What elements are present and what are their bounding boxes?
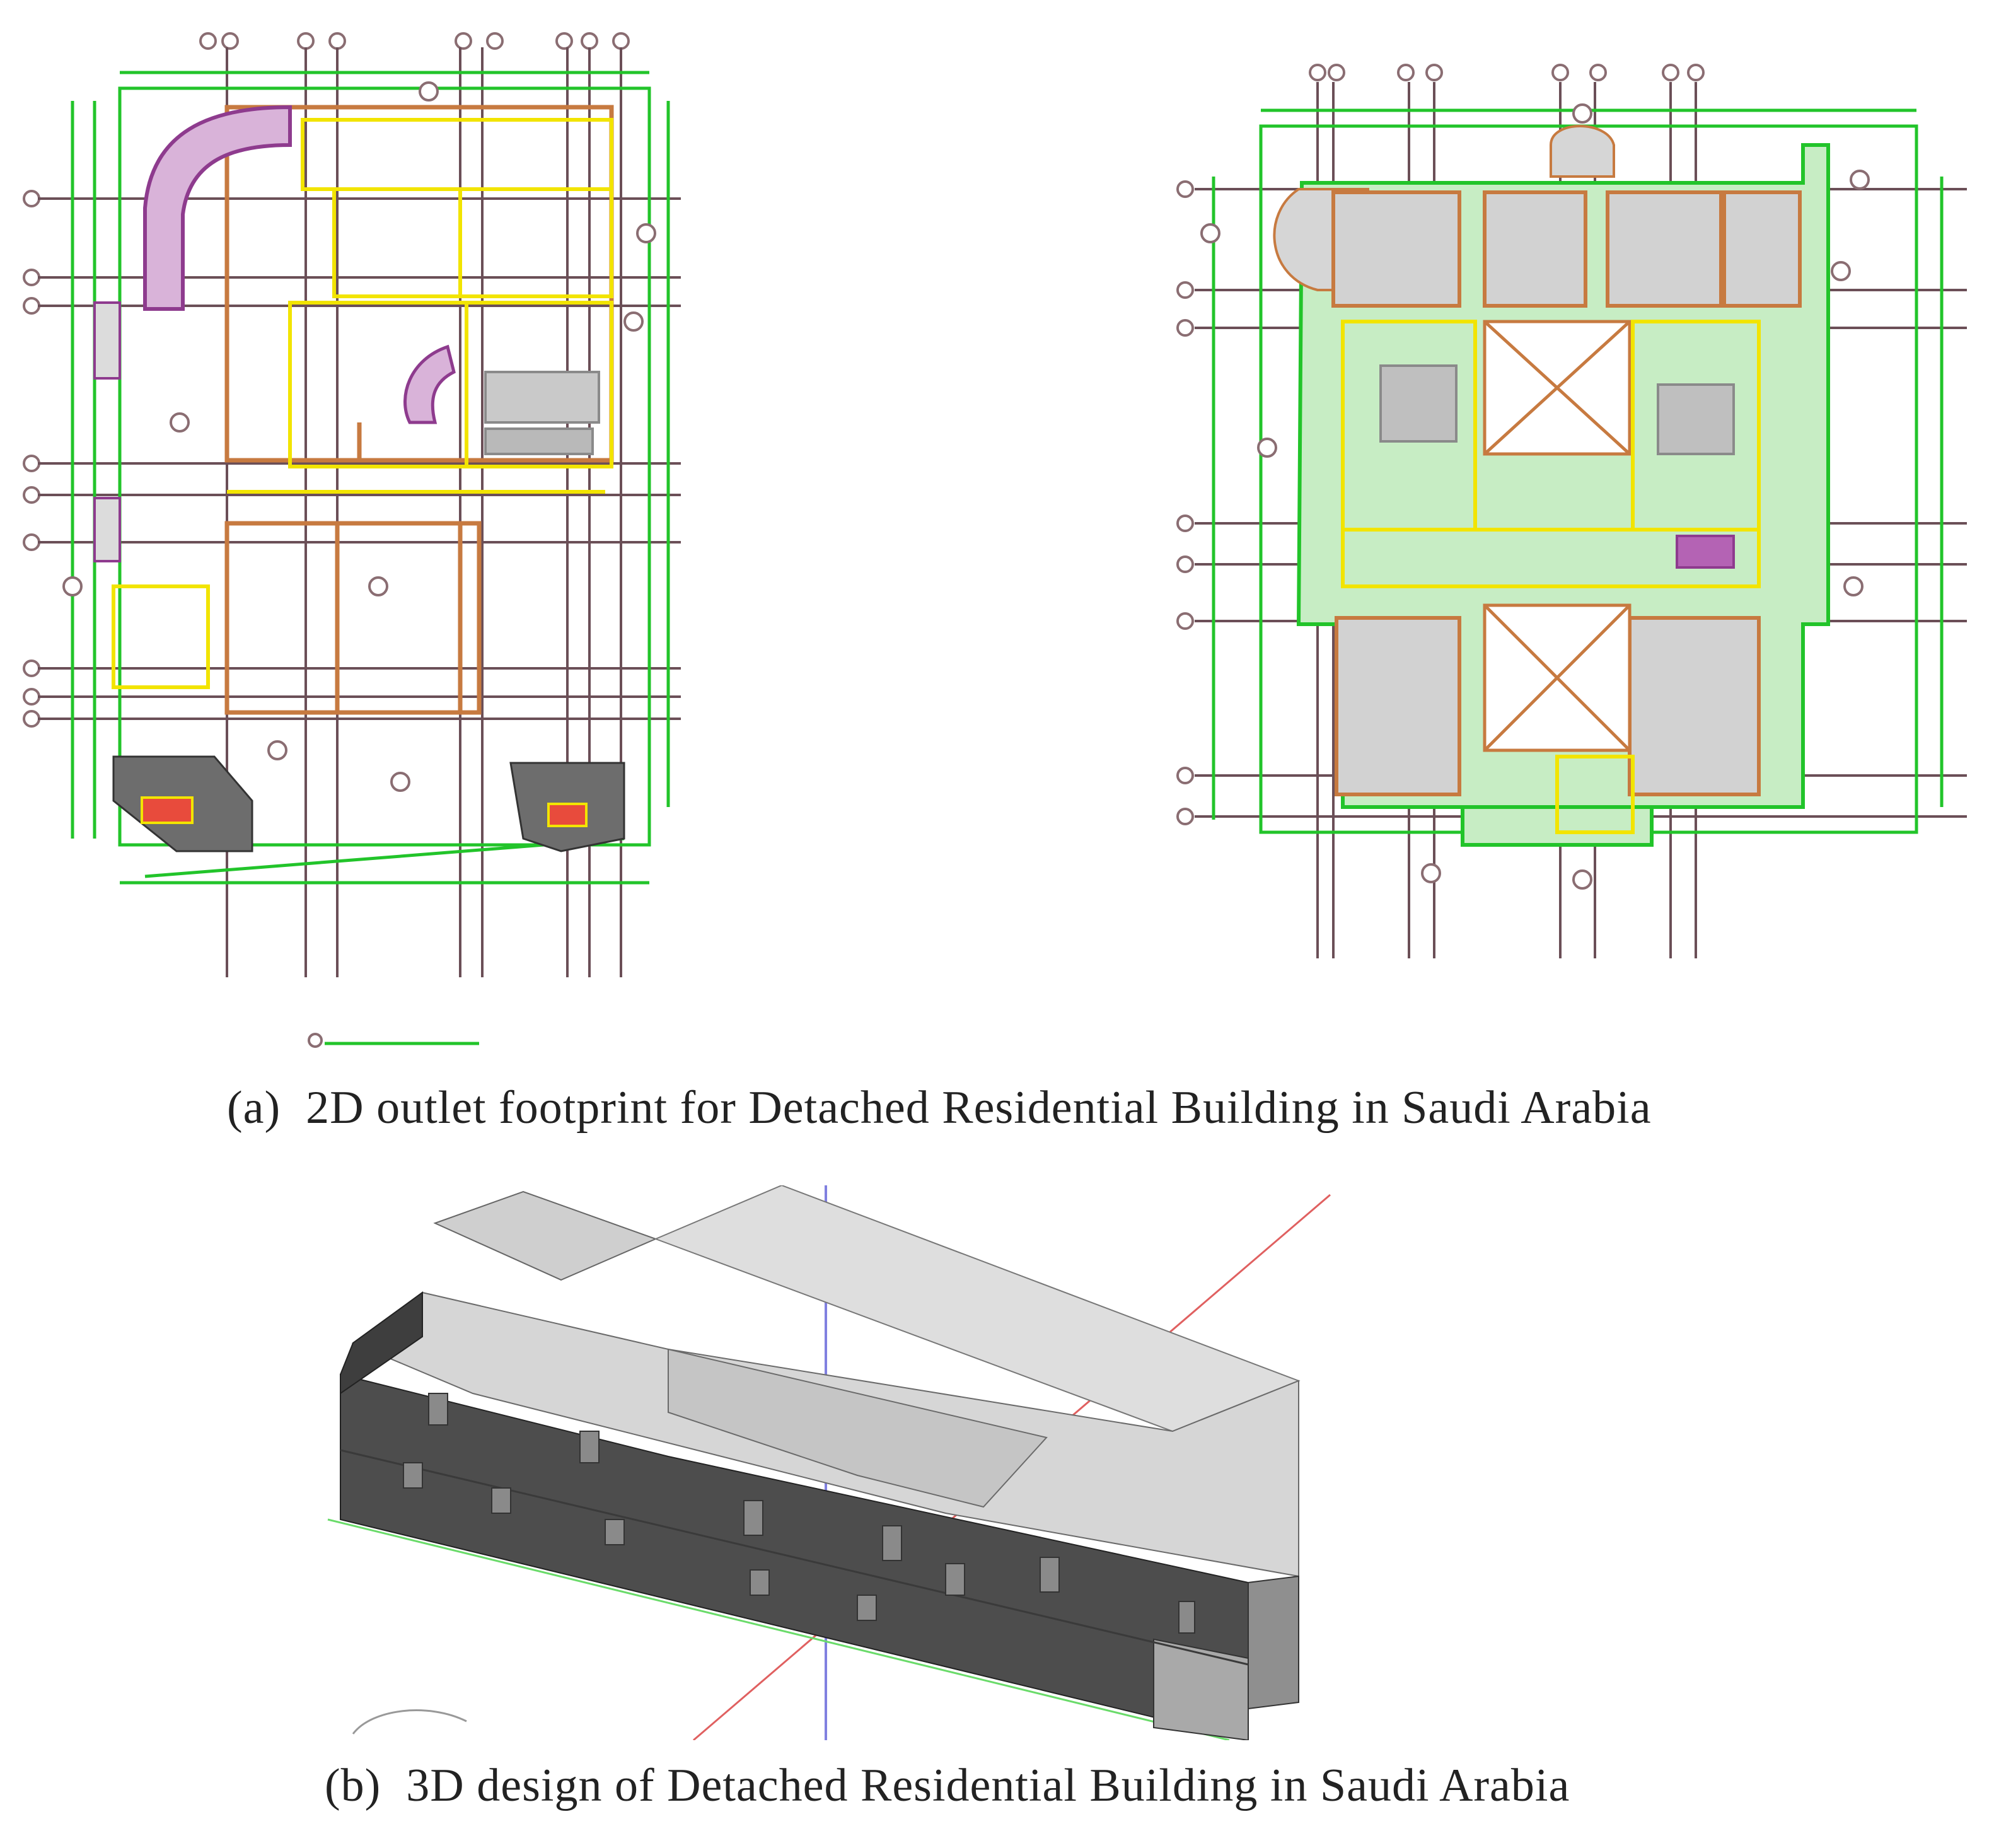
- section-markers: [1200, 103, 1870, 890]
- stair-purple: [1676, 535, 1735, 569]
- stair-hatch: [1379, 364, 1735, 455]
- curved-staircase: [143, 105, 292, 311]
- interior-walls: [1341, 320, 1761, 834]
- grid-bubbles-top: [199, 32, 630, 50]
- section-markers: [62, 81, 656, 792]
- end-face-upper: [1248, 1575, 1299, 1710]
- first-floor-plan: [1176, 64, 1967, 958]
- caption-panel-b: (b) 3D design of Detached Residential Bui…: [325, 1759, 1570, 1813]
- grid-bubbles-left: [1176, 180, 1194, 825]
- panel-a-caption-text: 2D outlet footprint for Detached Residen…: [306, 1082, 1652, 1134]
- grid-bubbles-left: [23, 190, 40, 728]
- roof-block-rear: [433, 1190, 658, 1281]
- interior-walls: [112, 118, 613, 689]
- voids: [1483, 320, 1632, 752]
- end-face-lower: [1153, 1638, 1249, 1740]
- windows: [403, 1393, 1195, 1634]
- grid-bubbles-top: [1309, 64, 1705, 81]
- inner-staircase: [403, 344, 456, 424]
- floor-line: [340, 1449, 1249, 1666]
- hatched-stair: [484, 371, 600, 455]
- entrance-bays: [93, 301, 121, 562]
- north-arrow-icon: [352, 1709, 467, 1735]
- facade-left: [340, 1291, 423, 1395]
- caption-panel-a: (a) 2D outlet footprint for Detached Resi…: [227, 1081, 1652, 1135]
- 3d-building-model: [327, 1185, 1331, 1740]
- panel-b-label: (b): [325, 1760, 381, 1811]
- rooms: [1331, 190, 1802, 796]
- panel-b-caption-text: 3D design of Detached Residential Buildi…: [406, 1760, 1570, 1811]
- axis-green: [327, 1518, 1230, 1740]
- scale-bar: [308, 1033, 479, 1048]
- roof-corridor: [668, 1348, 1048, 1508]
- panel-a-label: (a): [227, 1082, 281, 1134]
- balcony-top: [1550, 125, 1615, 178]
- parking-blocks: [112, 755, 625, 852]
- ground-floor-plan: [23, 32, 681, 1048]
